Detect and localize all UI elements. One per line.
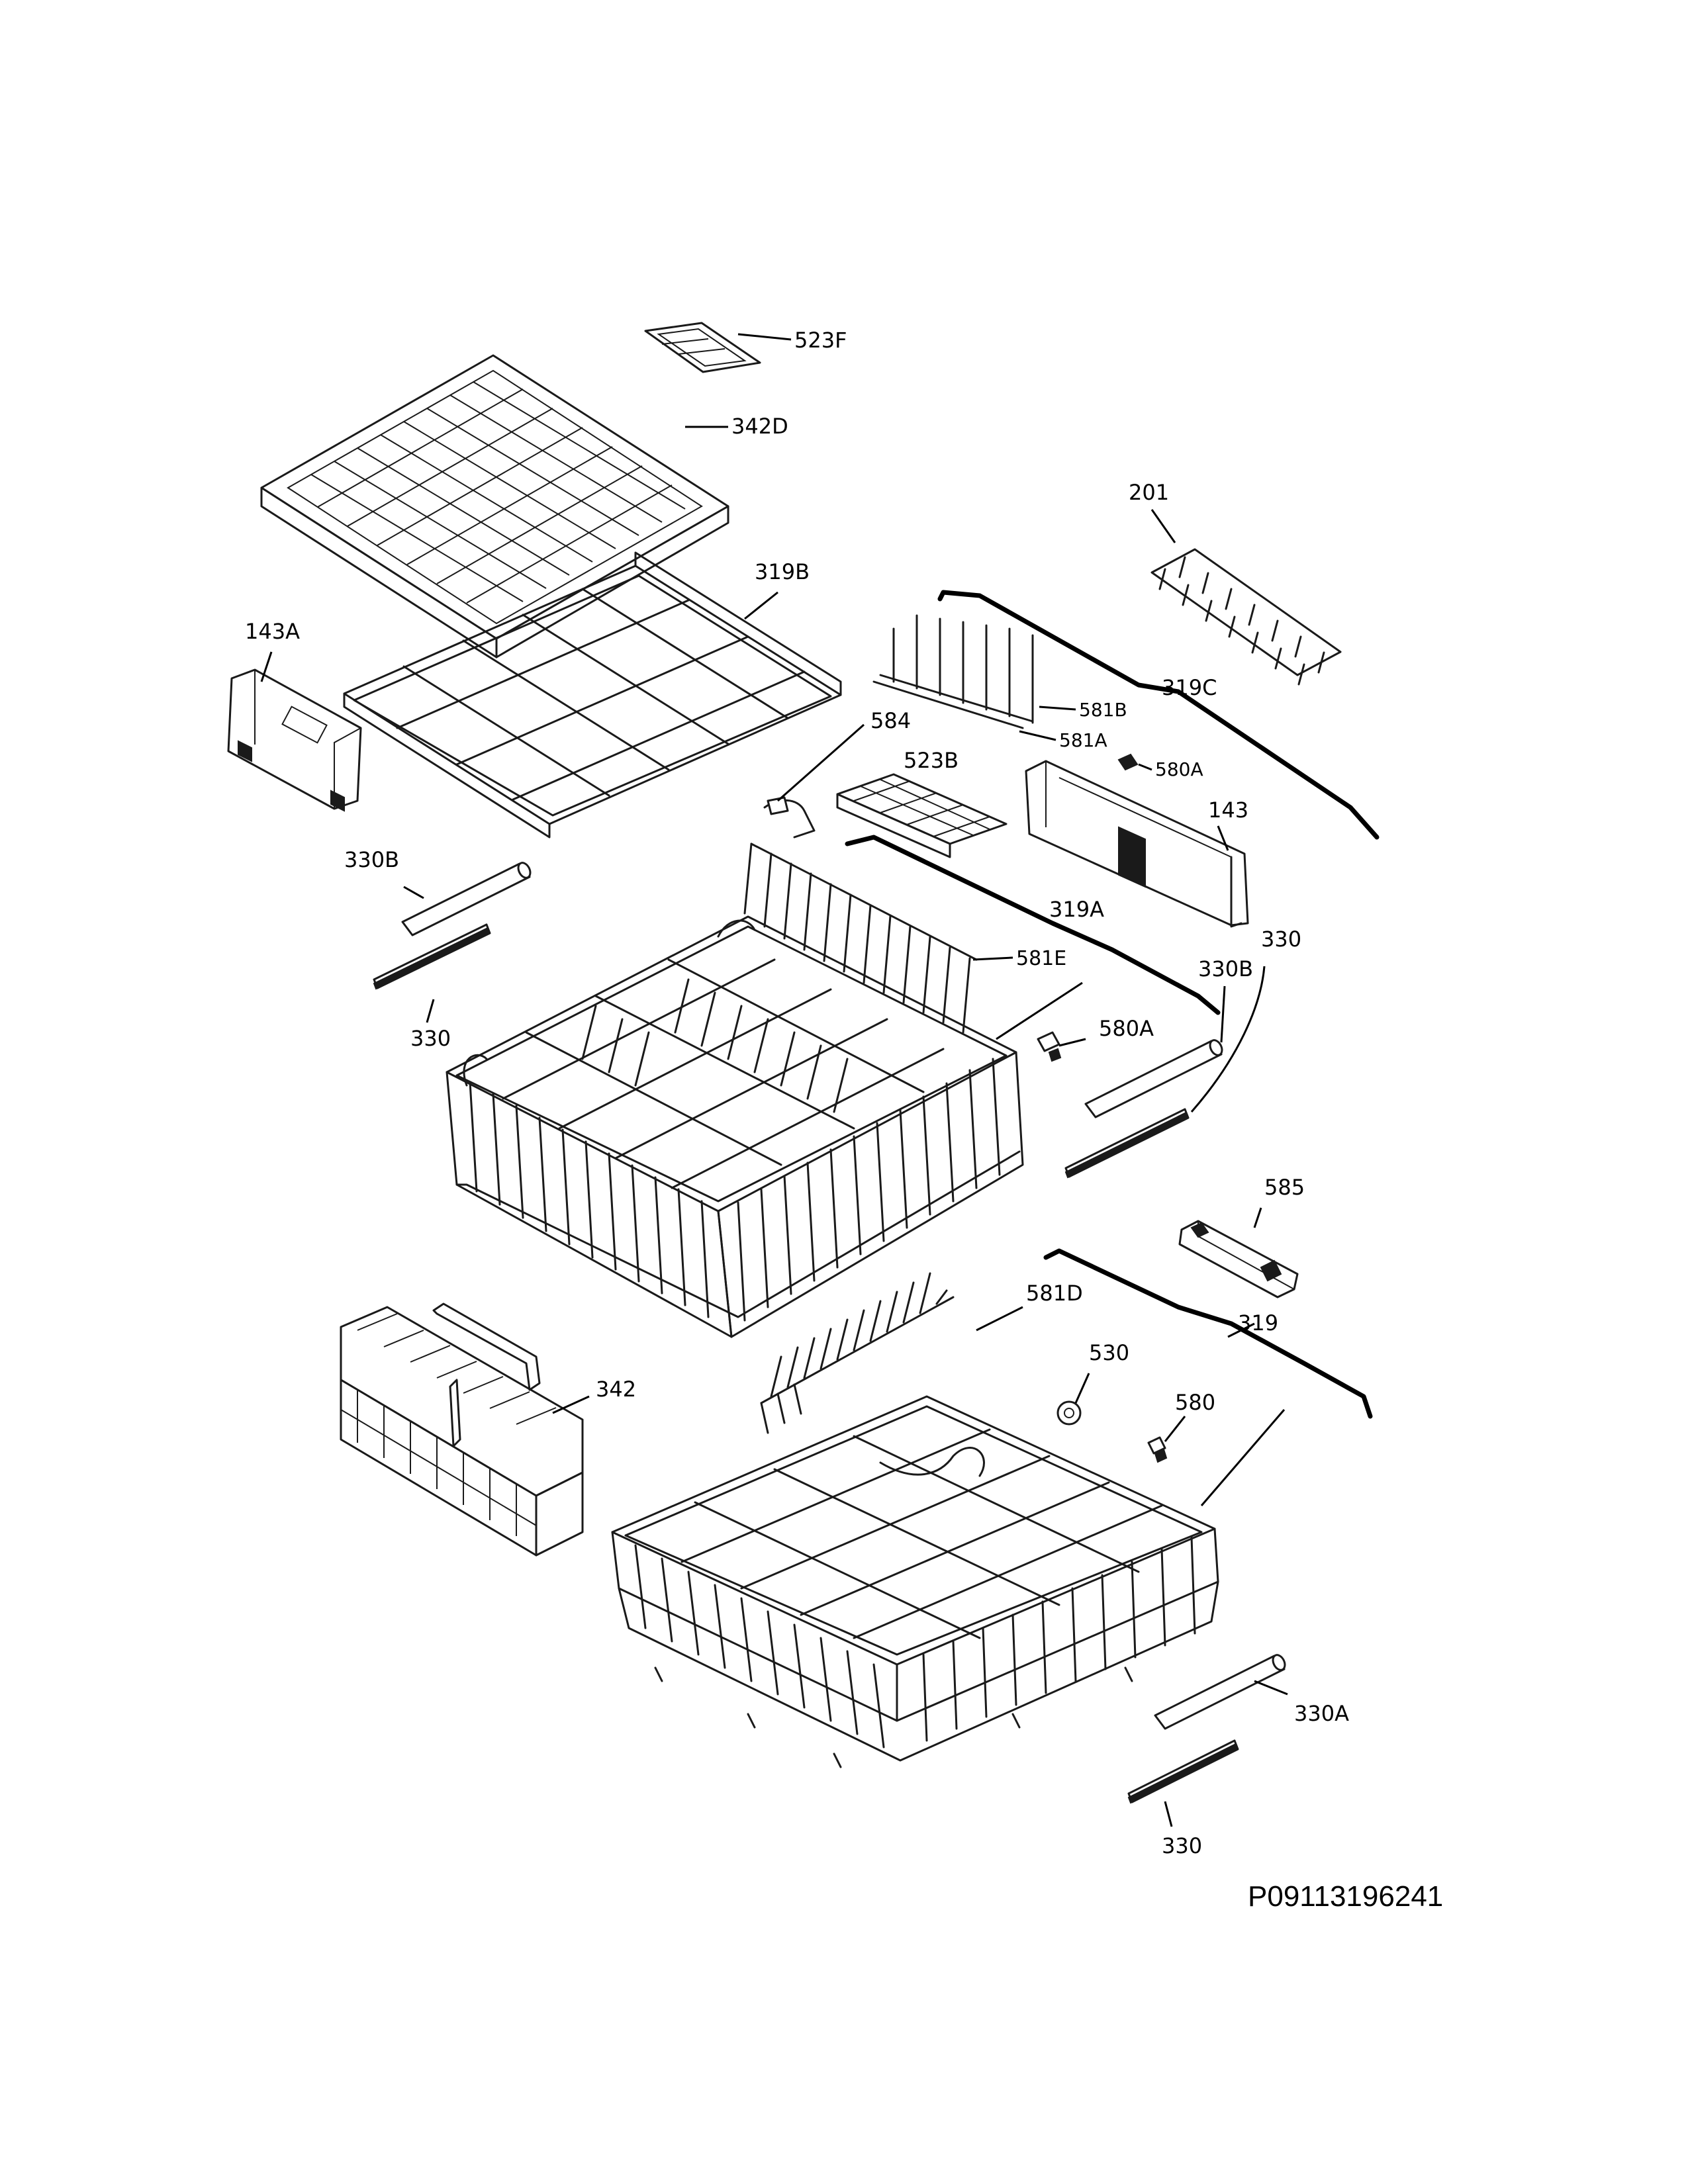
part-523b-cup-shelf (836, 773, 1008, 858)
part-581d-tines (760, 1272, 955, 1434)
part-581b-tines (879, 614, 1034, 724)
part-580-clip (1147, 1436, 1168, 1463)
part-143a-end-cap (227, 668, 362, 812)
callout-330-bottom: 330 (1162, 1833, 1202, 1858)
leader-581b (1039, 705, 1076, 711)
leader-330a (1254, 1680, 1288, 1696)
part-585-guide (1178, 1220, 1299, 1298)
leader-319b (744, 591, 778, 620)
callout-581b: 581B (1079, 699, 1127, 721)
leader-143 (1217, 825, 1229, 851)
part-upper-basket (445, 915, 1024, 1338)
part-319-rail (1043, 1248, 1373, 1419)
leader-201 (1150, 509, 1176, 543)
callout-319c: 319C (1162, 675, 1217, 700)
callout-523f: 523F (794, 328, 847, 353)
callout-330-left: 330 (410, 1026, 451, 1051)
callout-580a-mid: 580A (1099, 1016, 1154, 1041)
leader-330b-right (1220, 985, 1226, 1043)
callout-330-top-right: 330 (1261, 927, 1301, 952)
part-lower-basket (611, 1395, 1219, 1768)
lower-basket-side-tines (634, 1535, 1196, 1749)
part-330b-left-cover (401, 862, 532, 936)
part-580a-clip-top (1117, 753, 1139, 771)
callout-319a: 319A (1049, 897, 1104, 922)
callout-143: 143 (1208, 797, 1248, 823)
leader-581e-basket (996, 981, 1083, 1040)
part-584-arm (763, 796, 816, 839)
callout-584: 584 (870, 708, 911, 733)
part-330b-right-cover (1084, 1039, 1223, 1118)
leader-330-top-right (1190, 966, 1266, 1113)
callout-330b-left: 330B (344, 847, 399, 872)
callout-201: 201 (1129, 480, 1169, 505)
callout-342d: 342D (731, 414, 788, 439)
leader-143a (260, 651, 273, 682)
leader-585 (1253, 1207, 1262, 1228)
leader-523f (737, 333, 792, 341)
callout-330b-right: 330B (1198, 956, 1253, 981)
part-330-bottom-strip (1127, 1739, 1239, 1804)
part-581a-rod (872, 680, 1024, 729)
upper-basket-floor (502, 958, 945, 1189)
leader-330b-left (403, 886, 424, 899)
drawing-number: P09113196241 (1248, 1880, 1443, 1913)
part-580a-clip-mid (1037, 1031, 1062, 1062)
part-143-bracket (1025, 760, 1249, 928)
part-523f-clip (644, 322, 761, 373)
part-319b-upper-frame (343, 551, 842, 839)
callout-581d: 581D (1026, 1281, 1083, 1306)
third-rack-grid (310, 381, 686, 604)
lower-basket-wheels (654, 1666, 1133, 1768)
leader-584 (777, 723, 865, 802)
part-319a-rail (845, 835, 1221, 1015)
callout-342: 342 (596, 1377, 636, 1402)
part-581e-tines (743, 842, 978, 1034)
callout-581e: 581E (1016, 947, 1066, 970)
part-330-right-strip (1064, 1108, 1190, 1179)
callout-523b: 523B (904, 748, 959, 773)
callout-530: 530 (1089, 1340, 1129, 1365)
callout-319: 319 (1238, 1310, 1278, 1336)
leader-319 (1227, 1322, 1255, 1338)
leader-580a-top (1138, 763, 1152, 771)
part-319c-rail (937, 590, 1380, 840)
leader-580 (1164, 1416, 1186, 1442)
callout-580: 580 (1175, 1390, 1215, 1415)
leader-581d (976, 1306, 1023, 1332)
upper-basket-tines (581, 978, 849, 1113)
callout-labels: 523F 342D 201 319B 143A 319C 581B 584 58… (245, 328, 1349, 1858)
part-330-left-strip (373, 923, 491, 990)
upper-basket-front-wires (469, 1058, 1001, 1322)
callout-143a: 143A (245, 619, 300, 644)
lower-basket-floor (680, 1428, 1163, 1639)
leader-lines (260, 333, 1288, 1827)
callout-319b: 319B (755, 559, 810, 584)
leader-580a-mid (1058, 1038, 1086, 1047)
leader-342 (552, 1395, 590, 1414)
part-342d-third-rack (260, 354, 729, 659)
leader-581a (1019, 730, 1056, 741)
part-201-tine-strip (1150, 548, 1342, 686)
part-330a-cover (1154, 1654, 1286, 1730)
part-530-wheel (1056, 1400, 1082, 1426)
callout-581a: 581A (1059, 729, 1107, 751)
part-342-cutlery-basket (340, 1302, 584, 1557)
callout-580a-top: 580A (1155, 758, 1203, 780)
callout-330a: 330A (1294, 1701, 1349, 1726)
leader-581e (972, 956, 1013, 961)
callout-585: 585 (1264, 1175, 1305, 1200)
leader-330-bottom (1164, 1801, 1173, 1827)
leader-530 (1074, 1373, 1090, 1404)
leader-330-left (426, 999, 435, 1023)
leader-lower-basket (1200, 1409, 1286, 1506)
